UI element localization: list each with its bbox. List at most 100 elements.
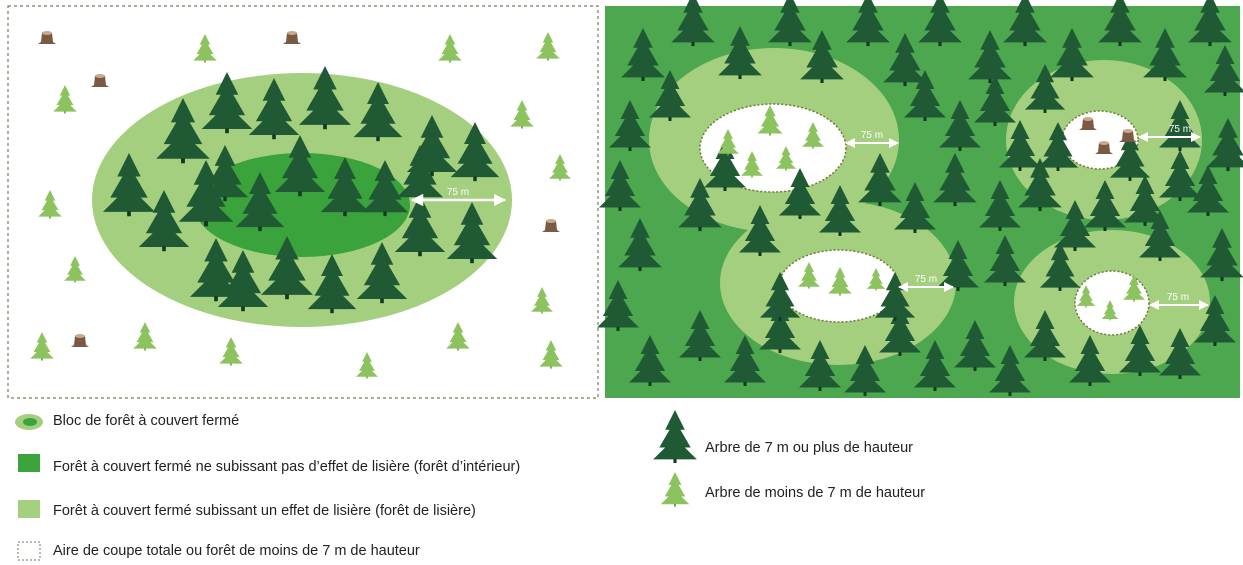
tall-tree-icon bbox=[1024, 310, 1066, 361]
small-tree-icon bbox=[133, 322, 157, 351]
tall-tree-icon bbox=[974, 75, 1016, 126]
small-tree-icon bbox=[775, 146, 797, 171]
small-tree-icon bbox=[741, 151, 763, 178]
distance-label-right-4: 75 m bbox=[1167, 292, 1189, 303]
tall-tree-icon bbox=[846, 0, 890, 47]
stump-icon bbox=[1095, 141, 1113, 154]
tall-tree-icon bbox=[939, 100, 981, 151]
tall-tree-icon bbox=[1050, 28, 1094, 82]
tall-tree-icon bbox=[138, 190, 190, 252]
tall-tree-icon bbox=[1109, 132, 1151, 181]
stump-icon bbox=[1079, 117, 1097, 130]
small-tree-icon bbox=[1123, 275, 1145, 302]
small-tree-icon bbox=[549, 154, 571, 181]
tall-tree-icon bbox=[779, 168, 821, 219]
tall-tree-icon bbox=[1037, 122, 1079, 171]
tall-tree-icon bbox=[800, 30, 844, 84]
tall-tree-icon bbox=[883, 33, 927, 87]
tall-tree-icon bbox=[1018, 158, 1062, 212]
tall-tree-icon bbox=[1024, 64, 1066, 113]
tall-tree-icon bbox=[599, 160, 641, 211]
small-tree-icon bbox=[1076, 285, 1096, 308]
tall-tree-icon bbox=[609, 100, 651, 151]
tall-tree-icon bbox=[1188, 0, 1232, 47]
stump-icon bbox=[1119, 129, 1137, 142]
small-tree-icon bbox=[64, 256, 86, 283]
tall-tree-icon bbox=[724, 335, 766, 386]
tall-tree-icon bbox=[1187, 165, 1229, 216]
stump-icon bbox=[542, 219, 560, 232]
small-tree-icon bbox=[1101, 300, 1119, 321]
tall-tree-icon bbox=[1143, 28, 1187, 82]
tall-tree-icon bbox=[679, 310, 721, 361]
legend-label-tall-tree: Arbre de 7 m ou plus de hauteur bbox=[705, 440, 913, 456]
small-tree-icon bbox=[757, 105, 783, 136]
tall-tree-icon bbox=[1119, 325, 1161, 376]
tall-tree-icon bbox=[739, 205, 781, 256]
light-green-square-icon bbox=[18, 500, 40, 518]
stump-icon bbox=[38, 31, 56, 44]
tall-tree-icon bbox=[759, 272, 801, 321]
tall-tree-icon bbox=[353, 82, 403, 142]
dark-green-square-icon bbox=[18, 454, 40, 472]
tall-tree-icon bbox=[704, 140, 746, 191]
tall-tree-icon bbox=[307, 254, 357, 314]
tall-tree-icon bbox=[629, 335, 671, 386]
small-tree-icon bbox=[356, 352, 378, 379]
tall-tree-icon bbox=[1069, 335, 1111, 386]
tall-tree-icon bbox=[979, 180, 1021, 231]
dashed-square-icon bbox=[17, 541, 41, 561]
tall-tree-icon bbox=[1139, 210, 1181, 261]
stump-icon bbox=[283, 31, 301, 44]
tall-tree-icon bbox=[1206, 118, 1243, 172]
small-tree-icon bbox=[660, 472, 690, 507]
small-tree-shape bbox=[660, 472, 690, 507]
tall-tree-icon bbox=[1098, 0, 1142, 47]
small-tree-icon bbox=[828, 267, 852, 296]
tall-tree-icon bbox=[1159, 150, 1201, 201]
small-tree-icon bbox=[798, 262, 820, 289]
tall-tree-icon bbox=[446, 202, 498, 264]
left-light-trees bbox=[30, 32, 571, 379]
tall-tree-icon bbox=[649, 70, 691, 121]
tall-tree-icon bbox=[894, 182, 936, 233]
small-tree-icon bbox=[539, 340, 563, 369]
left-panel: 75 m bbox=[7, 5, 599, 399]
tall-tree-icon bbox=[156, 98, 210, 164]
tall-tree-icon bbox=[298, 66, 352, 130]
tall-tree-icon bbox=[248, 78, 300, 140]
tall-tree-icon bbox=[858, 153, 902, 207]
tall-tree-icon bbox=[274, 135, 326, 197]
small-tree-icon bbox=[717, 129, 739, 156]
small-tree-icon bbox=[193, 34, 217, 63]
small-tree-icon bbox=[446, 322, 470, 351]
tall-tree-icon bbox=[954, 320, 996, 371]
tall-tree-icon bbox=[201, 145, 249, 202]
distance-label-left: 75 m bbox=[447, 187, 469, 198]
ellipse-icon-inner bbox=[23, 418, 37, 426]
tall-tree-icon bbox=[235, 172, 285, 232]
small-tree-icon bbox=[866, 268, 886, 291]
small-tree-icon bbox=[802, 122, 824, 149]
right-light-trees bbox=[717, 105, 1145, 321]
legend-symbols bbox=[15, 410, 697, 561]
tall-tree-icon bbox=[1194, 295, 1236, 346]
tall-tree-icon bbox=[799, 340, 841, 391]
tall-tree-icon bbox=[320, 157, 370, 217]
legend-label-closed-forest-block: Bloc de forêt à couvert fermé bbox=[53, 413, 240, 429]
tall-tree-shape bbox=[653, 410, 697, 464]
tall-tree-icon bbox=[260, 236, 314, 300]
tall-tree-icon bbox=[768, 0, 812, 47]
tall-tree-icon bbox=[178, 160, 234, 227]
tall-tree-icon bbox=[874, 272, 916, 321]
tall-tree-icon bbox=[718, 26, 762, 80]
legend-label-small-tree: Arbre de moins de 7 m de hauteur bbox=[705, 485, 926, 501]
tall-tree-icon bbox=[879, 305, 921, 356]
tall-tree-icon bbox=[671, 0, 715, 47]
small-tree-icon bbox=[438, 34, 462, 63]
tall-tree-icon bbox=[1003, 0, 1047, 47]
distance-label-right-2: 75 m bbox=[915, 274, 937, 285]
tall-tree-icon bbox=[189, 238, 243, 302]
small-tree-icon bbox=[531, 287, 553, 314]
tall-tree-icon bbox=[356, 242, 408, 304]
